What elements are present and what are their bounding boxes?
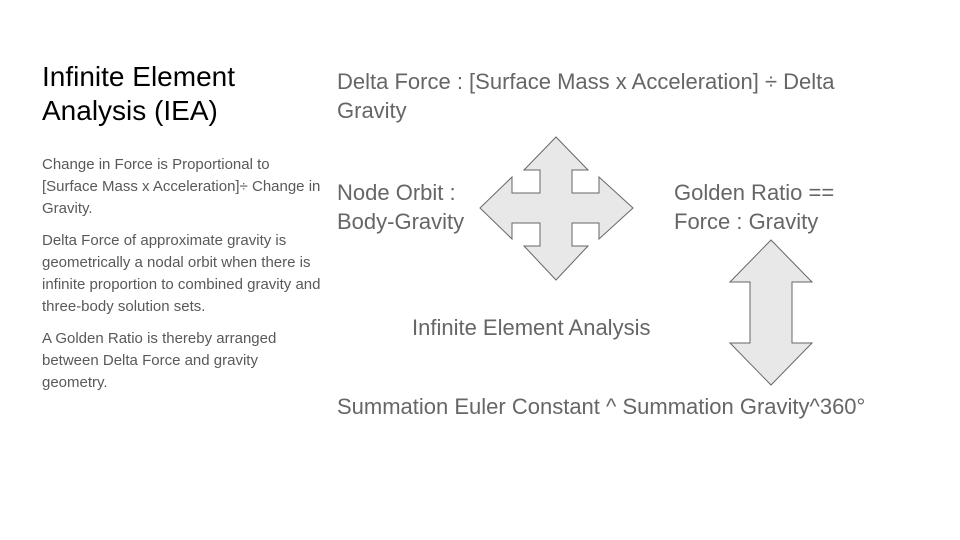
- paragraph-3: A Golden Ratio is thereby arranged betwe…: [42, 330, 277, 391]
- node-orbit-line-2: Body-Gravity: [337, 209, 465, 234]
- body-text: Change in Force is Proportional to [Surf…: [42, 154, 322, 404]
- summation-label: Summation Euler Constant ^ Summation Gra…: [337, 394, 866, 419]
- delta-force-label: Delta Force : [Surface Mass x Accelerati…: [337, 69, 835, 123]
- node-orbit-line-1: Node Orbit :: [337, 180, 456, 205]
- center-label: Infinite Element Analysis: [412, 315, 651, 340]
- paragraph-2: Delta Force of approximate gravity is ge…: [42, 232, 321, 315]
- vertical-double-arrow-shape: [728, 239, 814, 386]
- quad-arrow-shape: [479, 136, 634, 281]
- quad-arrow-icon: [479, 136, 634, 281]
- vertical-double-arrow-icon: [728, 239, 814, 386]
- paragraph-1: Change in Force is Proportional to [Surf…: [42, 156, 321, 217]
- golden-ratio-line-2: Force : Gravity: [674, 209, 819, 234]
- node-orbit-label: Node Orbit : Body-Gravity: [337, 178, 464, 236]
- golden-ratio-label: Golden Ratio == Force : Gravity: [674, 178, 834, 236]
- golden-ratio-line-1: Golden Ratio ==: [674, 180, 835, 205]
- slide-title: Infinite Element Analysis (IEA): [42, 61, 235, 126]
